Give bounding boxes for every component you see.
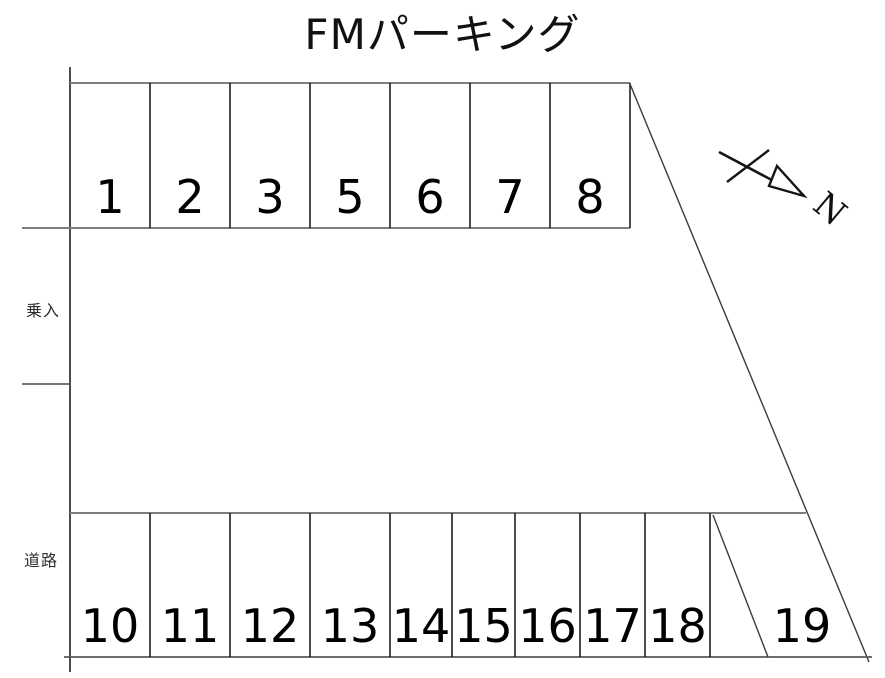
spot-number: 17 [583, 599, 642, 653]
entry-label: 乗入 [26, 301, 61, 320]
north-label: N [805, 184, 854, 234]
parking-spot-6: 6 [390, 84, 470, 224]
spot-number: 13 [320, 599, 380, 653]
spot-number: 10 [80, 599, 140, 653]
spot-number: 3 [255, 170, 285, 224]
parking-spot-17: 17 [580, 514, 645, 653]
spot-number: 12 [240, 599, 300, 653]
parking-spot-18: 18 [645, 514, 710, 653]
page-title: FMパーキング [304, 10, 581, 59]
parking-spot-15: 15 [452, 514, 515, 653]
east-boundary-diagonal [629, 83, 870, 663]
spot-number: 15 [454, 599, 513, 653]
parking-spot-11: 11 [150, 514, 230, 653]
spot-number: 18 [648, 599, 707, 653]
spot-number: 7 [495, 170, 525, 224]
parking-spot-12: 12 [230, 514, 310, 653]
road-label: 道路 [24, 551, 59, 570]
spot-number: 16 [518, 599, 577, 653]
north-arrow-icon: N [718, 149, 854, 234]
parking-spot-8: 8 [550, 84, 630, 224]
spot-number: 2 [175, 170, 205, 224]
parking-spot-3: 3 [230, 84, 310, 224]
upper-row-dividers [149, 83, 631, 228]
spot-number: 8 [575, 170, 605, 224]
parking-spot-10: 10 [70, 514, 150, 653]
parking-spot-7: 7 [470, 84, 550, 224]
spot-number: 19 [772, 599, 832, 653]
spot-number: 1 [95, 170, 125, 224]
parking-spot-14: 14 [390, 514, 452, 653]
parking-spot-1: 1 [70, 84, 150, 224]
spot-number: 11 [160, 599, 220, 653]
parking-spot-19: 19 [752, 514, 852, 653]
parking-spot-5: 5 [310, 84, 390, 224]
parking-spot-2: 2 [150, 84, 230, 224]
lower-row-dividers [149, 513, 711, 657]
spot-number: 5 [335, 170, 365, 224]
stall19-left-diagonal [712, 514, 769, 658]
parking-spot-13: 13 [310, 514, 390, 653]
spot-number: 6 [415, 170, 445, 224]
spot-number: 14 [391, 599, 451, 653]
parking-spot-16: 16 [515, 514, 580, 653]
